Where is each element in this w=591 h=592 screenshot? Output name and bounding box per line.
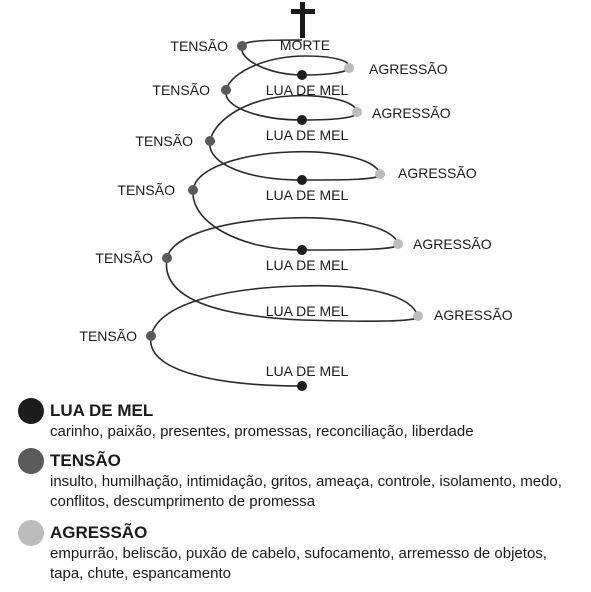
lua-de-mel-label: LUA DE MEL — [266, 303, 349, 319]
tensao-point — [146, 331, 156, 341]
legend-title-lua-de-mel: LUA DE MEL — [50, 401, 154, 420]
lua-de-mel-point — [297, 245, 307, 255]
spiral-segment — [150, 335, 303, 387]
agressao-label: AGRESSÃO — [434, 307, 513, 323]
agressao-label: AGRESSÃO — [372, 105, 451, 121]
tensao-point — [162, 253, 172, 263]
tensao-label: TENSÃO — [152, 82, 210, 98]
agressao-label: AGRESSÃO — [369, 61, 448, 77]
lua-de-mel-label: LUA DE MEL — [266, 82, 349, 98]
agressao-point — [352, 107, 362, 117]
tensao-point — [205, 136, 215, 146]
agressao-label: AGRESSÃO — [413, 236, 492, 252]
agressao-point — [413, 311, 423, 321]
tensao-point — [221, 85, 231, 95]
morte-label: MORTE — [280, 37, 330, 53]
lua-de-mel-label: LUA DE MEL — [266, 363, 349, 379]
legend-title-tensao: TENSÃO — [50, 451, 121, 470]
lua-de-mel-label: LUA DE MEL — [266, 187, 349, 203]
legend-text-tensao: insulto, humilhação, intimidação, gritos… — [50, 473, 562, 510]
legend-item-tensao: TENSÃO insulto, humilhação, intimidação,… — [18, 448, 583, 512]
legend-text-agressao: empurrão, beliscão, puxão de cabelo, suf… — [50, 545, 547, 582]
legend-item-agressao: AGRESSÃO empurrão, beliscão, puxão de ca… — [18, 520, 583, 584]
tensao-label: TENSÃO — [170, 38, 228, 54]
lua-de-mel-label: LUA DE MEL — [266, 257, 349, 273]
tensao-point — [188, 185, 198, 195]
lua-de-mel-point — [297, 381, 307, 391]
agressao-label: AGRESSÃO — [398, 165, 477, 181]
legend-title-agressao: AGRESSÃO — [50, 523, 148, 542]
agressao-point — [375, 169, 385, 179]
agressao-point — [393, 239, 403, 249]
lua-de-mel-dot-icon — [18, 398, 44, 424]
lua-de-mel-label: LUA DE MEL — [266, 127, 349, 143]
tensao-label: TENSÃO — [117, 182, 175, 198]
cross-icon — [291, 2, 315, 38]
spiral-segment — [192, 140, 381, 191]
legend: LUA DE MEL carinho, paixão, presentes, p… — [18, 398, 583, 584]
tensao-label: TENSÃO — [95, 250, 153, 266]
tensao-label: TENSÃO — [135, 133, 193, 149]
legend-item-lua-de-mel: LUA DE MEL carinho, paixão, presentes, p… — [18, 398, 583, 442]
lua-de-mel-point — [297, 70, 307, 80]
tensao-dot-icon — [18, 448, 44, 474]
lua-de-mel-point — [297, 175, 307, 185]
tensao-point — [237, 41, 247, 51]
agressao-point — [344, 63, 354, 73]
lua-de-mel-point — [297, 115, 307, 125]
legend-text-lua-de-mel: carinho, paixão, presentes, promessas, r… — [50, 423, 474, 440]
tensao-label: TENSÃO — [79, 328, 137, 344]
violence-cycle-spiral: MORTE TENSÃO TENSÃO TENSÃO TENSÃO TENSÃO TENSÃ… — [79, 2, 513, 391]
agressao-dot-icon — [18, 520, 44, 546]
